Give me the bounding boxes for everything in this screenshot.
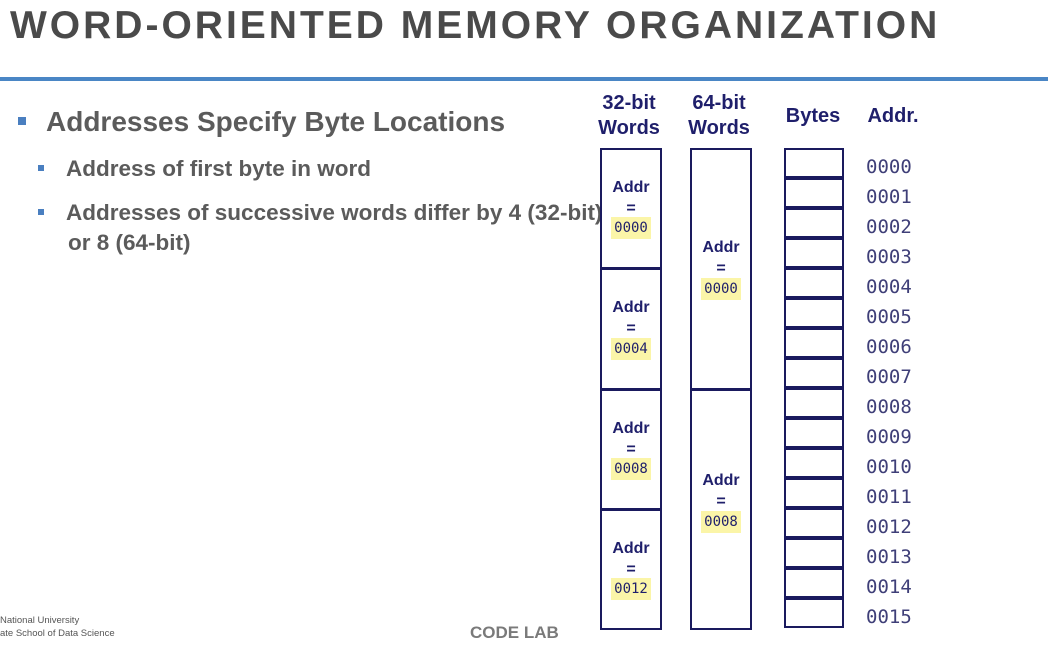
slide-title: WORD-ORIENTED MEMORY ORGANIZATION [10, 4, 941, 47]
byte-cell [784, 448, 844, 478]
byte-address-label: 0003 [866, 246, 912, 268]
header-addr: Addr. [867, 105, 919, 127]
byte-address-label: 0005 [866, 306, 912, 328]
bullet-square-icon [18, 116, 26, 125]
addr-label: Addr [702, 239, 740, 256]
word32-cell: Addr = 0012 [600, 509, 662, 630]
institution-footer: National University ate School of Data S… [0, 614, 115, 640]
word-address: 0012 [602, 578, 660, 600]
byte-cell [784, 598, 844, 628]
equals-sign: = [626, 320, 636, 337]
word64-cell: Addr = 0008 [690, 389, 752, 630]
equals-sign: = [626, 200, 636, 217]
byte-cell [784, 538, 844, 568]
byte-address-label: 0009 [866, 426, 912, 448]
byte-cell [784, 298, 844, 328]
header-32bit-words: 32-bit Words [598, 92, 660, 139]
byte-cell [784, 568, 844, 598]
byte-cell [784, 388, 844, 418]
bullet-square-icon [38, 165, 44, 172]
title-divider [0, 77, 1048, 81]
byte-cell [784, 358, 844, 388]
word-address-value: 0012 [611, 578, 651, 600]
byte-address-label: 0010 [866, 456, 912, 478]
addr-label: Addr [612, 179, 650, 196]
word-address: 0004 [602, 338, 660, 360]
header-64bit-words: 64-bit Words [688, 92, 750, 139]
word32-cell: Addr = 0000 [600, 148, 662, 269]
byte-cell [784, 148, 844, 178]
word-address-value: 0004 [611, 338, 651, 360]
byte-address-label: 0007 [866, 366, 912, 388]
byte-address-label: 0013 [866, 546, 912, 568]
equals-sign: = [716, 493, 726, 510]
byte-cell [784, 208, 844, 238]
institution-line-2: ate School of Data Science [0, 628, 115, 639]
byte-cell [784, 418, 844, 448]
byte-address-label: 0015 [866, 606, 912, 628]
addr-label: Addr [612, 420, 650, 437]
byte-address-label: 0011 [866, 486, 912, 508]
word-address-value: 0008 [701, 511, 741, 533]
bullet-square-icon [38, 209, 44, 216]
word-address-value: 0008 [611, 458, 651, 480]
bullet-sub-2: Addresses of successive words differ by … [38, 198, 608, 258]
byte-cell [784, 178, 844, 208]
byte-address-label: 0004 [866, 276, 912, 298]
byte-address-label: 0014 [866, 576, 912, 598]
byte-address-label: 0012 [866, 516, 912, 538]
addr-label: Addr [702, 472, 740, 489]
bullet-sub-2-text: Addresses of successive words differ by … [66, 200, 603, 255]
byte-cell [784, 238, 844, 268]
byte-address-label: 0000 [866, 156, 912, 178]
header-bytes: Bytes [785, 105, 841, 127]
equals-sign: = [626, 441, 636, 458]
addr-label: Addr [612, 299, 650, 316]
equals-sign: = [626, 561, 636, 578]
bullet-main-text: Addresses Specify Byte Locations [46, 106, 506, 137]
equals-sign: = [716, 260, 726, 277]
byte-address-label: 0006 [866, 336, 912, 358]
word-address: 0008 [602, 458, 660, 480]
word-address: 0000 [692, 278, 750, 300]
word32-cell: Addr = 0004 [600, 268, 662, 390]
byte-cell [784, 268, 844, 298]
addr-label: Addr [612, 540, 650, 557]
word-address: 0008 [692, 511, 750, 533]
institution-line-1: National University [0, 615, 80, 626]
byte-cell [784, 508, 844, 538]
word-address-value: 0000 [611, 217, 651, 239]
word32-cell: Addr = 0008 [600, 389, 662, 510]
bullet-sub-1: Address of first byte in word [38, 154, 578, 184]
byte-cell [784, 328, 844, 358]
bullet-sub-1-text: Address of first byte in word [66, 156, 372, 181]
byte-address-label: 0008 [866, 396, 912, 418]
byte-cell [784, 478, 844, 508]
word64-cell: Addr = 0000 [690, 148, 752, 390]
word-address: 0000 [602, 217, 660, 239]
bullet-main: Addresses Specify Byte Locations [18, 106, 505, 138]
word-address-value: 0000 [701, 278, 741, 300]
byte-address-label: 0001 [866, 186, 912, 208]
brand-footer: CODE LAB [470, 623, 559, 642]
byte-address-label: 0002 [866, 216, 912, 238]
